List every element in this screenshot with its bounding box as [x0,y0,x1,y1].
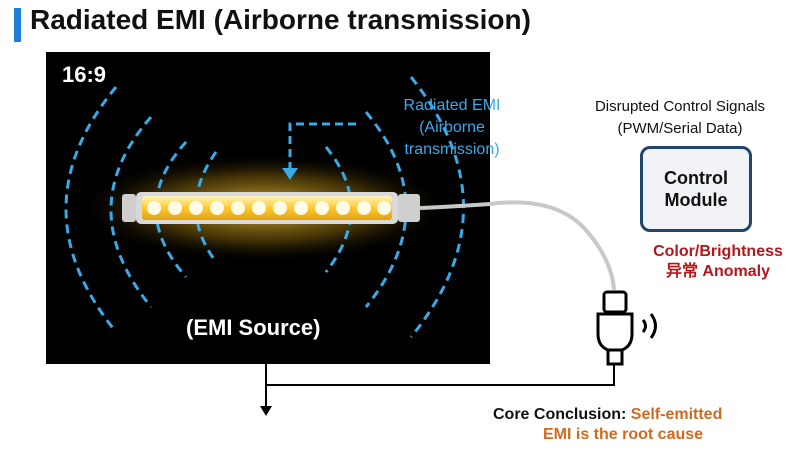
conclusion-line2: EMI is the root cause [543,426,704,443]
ground-bus-line [266,364,615,386]
emi-wave-illustration [64,76,490,338]
emi-waves-left [64,86,218,333]
conclusion-lead: Core Conclusion: [493,406,631,423]
anomaly-line1: Color/Brightness [653,243,783,260]
control-module-box: Control Module [640,146,752,232]
led-cable [489,200,616,291]
disrupted-signals-label: Disrupted Control Signals (PWM/Serial Da… [575,96,785,140]
connector-plug-icon [596,290,657,366]
page-title: Radiated EMI (Airborne transmission) [30,4,531,35]
conclusion-highlight: Self-emitted [630,406,723,423]
anomaly-line2: 异常 Anomaly [665,263,771,280]
led-end-cap-right [398,194,420,222]
radiated-emi-label-line1: Radiated EMI [403,97,501,114]
control-module-line2: Module [664,190,728,210]
emi-label-pointer [288,122,356,170]
control-module-line1: Control [664,168,728,188]
led-end-cap-left [122,194,136,222]
ground-arrow-left [260,406,272,416]
led-strip-tube [142,196,392,220]
radiated-emi-label: Radiated EMI (Airborne transmission) [372,95,532,161]
title-accent-bar [14,8,21,42]
disrupted-signals-line2: (PWM/Serial Data) [617,120,743,137]
led-cable-inner [419,202,490,210]
emi-illustration-panel: 16:9 (EMI Source) [46,52,490,364]
core-conclusion: Core Conclusion: Self-emitted EMI is the… [493,405,793,445]
aspect-ratio-label: 16:9 [62,62,107,87]
conclusion-line1: Core Conclusion: Self-emitted [493,405,793,425]
emi-source-label: (EMI Source) [186,315,321,340]
radiated-emi-label-line2: (Airborne transmission) [404,119,500,158]
disrupted-signals-line1: Disrupted Control Signals [594,98,766,115]
emi-pointer-arrowhead [282,168,298,180]
anomaly-label: Color/Brightness 异常 Anomaly [638,242,798,282]
led-beads [147,201,391,215]
